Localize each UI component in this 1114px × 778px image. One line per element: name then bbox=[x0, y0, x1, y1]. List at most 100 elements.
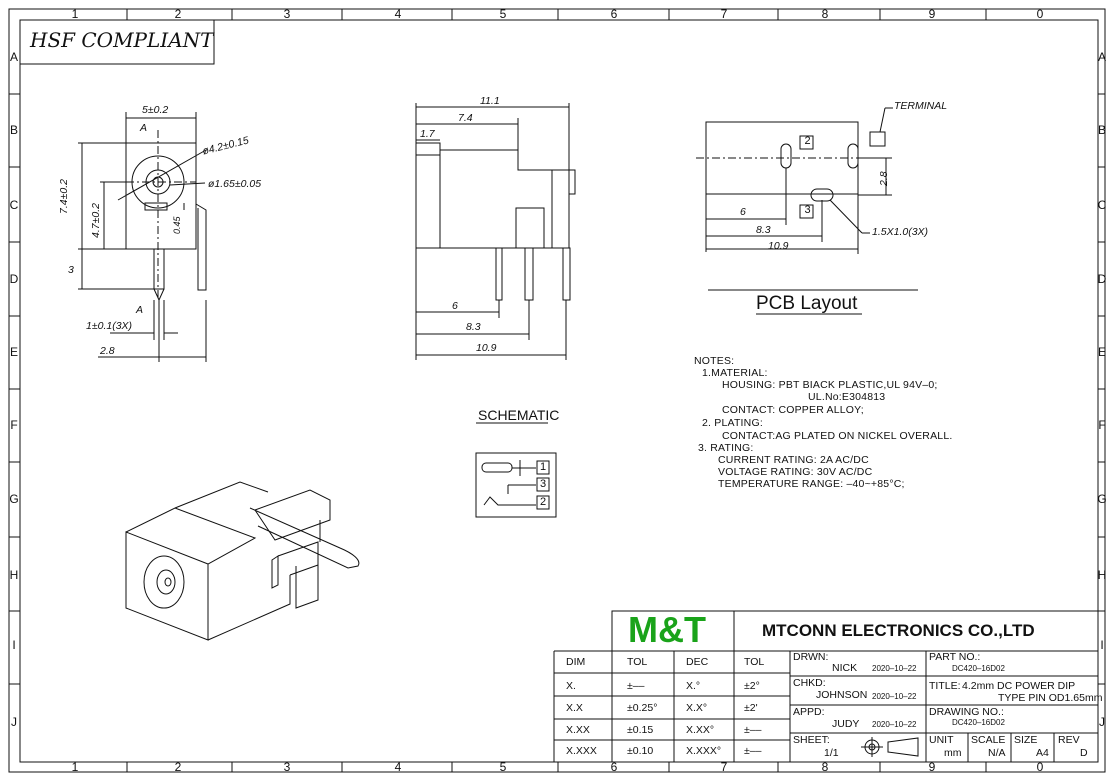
row-label: A bbox=[1097, 50, 1106, 64]
tol-cell: X.XX bbox=[566, 724, 590, 736]
dim-side-step: 1.7 bbox=[420, 128, 435, 140]
row-label: A bbox=[9, 50, 18, 64]
drawing-label: DRAWING NO.: bbox=[929, 706, 1004, 718]
section-a-top: A bbox=[140, 122, 148, 134]
dim-width: 5±0.2 bbox=[142, 104, 169, 116]
dim-height-total: 7.4±0.2 bbox=[58, 179, 70, 214]
note-contact-plating: CONTACT:AG PLATED ON NICKEL OVERALL. bbox=[722, 430, 953, 442]
unit-label: UNIT bbox=[929, 734, 954, 746]
column-label: 4 bbox=[394, 760, 402, 774]
column-label: 7 bbox=[720, 7, 728, 21]
note-housing: HOUSING: PBT BIACK PLASTIC,UL 94V–0; bbox=[722, 379, 938, 391]
drwn-date: 2020–10–22 bbox=[872, 664, 917, 673]
column-label: 8 bbox=[821, 760, 829, 774]
dim-side-pin2: 8.3 bbox=[466, 321, 481, 333]
row-label: H bbox=[9, 568, 19, 582]
column-label: 9 bbox=[928, 760, 936, 774]
column-label: 1 bbox=[71, 7, 79, 21]
schematic-title: SCHEMATIC bbox=[478, 407, 560, 423]
row-label: G bbox=[1097, 492, 1107, 506]
unit-value: mm bbox=[944, 747, 962, 759]
row-label: I bbox=[12, 638, 16, 652]
tol-cell: ±–– bbox=[627, 680, 645, 692]
tol-cell: X.XXX bbox=[566, 745, 597, 757]
column-label: 6 bbox=[610, 7, 618, 21]
column-label: 0 bbox=[1036, 7, 1044, 21]
tol-cell: X. bbox=[566, 680, 576, 692]
column-label: 5 bbox=[499, 760, 507, 774]
column-label: 2 bbox=[174, 760, 182, 774]
drwn-name: NICK bbox=[832, 662, 858, 674]
row-label: E bbox=[1097, 345, 1106, 359]
row-label: F bbox=[1098, 418, 1106, 432]
row-label: F bbox=[10, 418, 18, 432]
row-label: J bbox=[11, 715, 17, 729]
title-line-1: 4.2mm DC POWER DIP bbox=[962, 680, 1076, 692]
row-label: B bbox=[1097, 123, 1106, 137]
row-label: E bbox=[9, 345, 18, 359]
tol-cell: X.XX° bbox=[686, 724, 715, 736]
sheet-label: SHEET: bbox=[793, 734, 830, 746]
company-name: MTCONN ELECTRONICS CO.,LTD bbox=[762, 621, 1035, 640]
part-label: PART NO.: bbox=[929, 651, 981, 663]
schematic-pin-1: 1 bbox=[539, 461, 547, 473]
column-label: 6 bbox=[610, 760, 618, 774]
row-label: D bbox=[9, 272, 19, 286]
dim-pcb-hole3: 10.9 bbox=[768, 240, 789, 252]
note-contact: CONTACT: COPPER ALLOY; bbox=[722, 404, 864, 416]
row-label: C bbox=[1097, 198, 1107, 212]
pcb-pin-3: 3 bbox=[804, 204, 811, 216]
column-label: 9 bbox=[928, 7, 936, 21]
appd-label: APPD: bbox=[793, 706, 825, 718]
dim-pcb-hole2: 8.3 bbox=[756, 224, 771, 236]
row-label: G bbox=[9, 492, 19, 506]
schematic-pin-3: 3 bbox=[539, 478, 547, 490]
drawing-value: DC420–16D02 bbox=[952, 718, 1005, 727]
section-a-bottom: A bbox=[136, 304, 144, 316]
rev-value: D bbox=[1080, 747, 1088, 759]
tol-cell: ±0.10 bbox=[627, 745, 654, 757]
row-label: B bbox=[9, 123, 18, 137]
tol-cell: ±0.15 bbox=[627, 724, 654, 736]
column-label: 3 bbox=[283, 7, 291, 21]
hsf-compliant-label: HSF COMPLIANT bbox=[30, 28, 214, 52]
notes-heading: NOTES: bbox=[694, 355, 735, 367]
tol-cell: ±–– bbox=[744, 724, 762, 736]
column-label: 5 bbox=[499, 7, 507, 21]
tol-header-tol2: TOL bbox=[744, 656, 765, 668]
scale-value: N/A bbox=[988, 747, 1006, 759]
row-label: I bbox=[1100, 638, 1104, 652]
tol-cell: ±–– bbox=[744, 745, 762, 757]
tol-header-dim: DIM bbox=[566, 656, 586, 668]
dim-side-pin1: 6 bbox=[452, 300, 458, 312]
dim-offset: 0.45 bbox=[172, 216, 182, 234]
note-current: CURRENT RATING: 2A AC/DC bbox=[718, 454, 869, 466]
note-ul-number: UL.No:E304813 bbox=[808, 391, 886, 403]
chkd-label: CHKD: bbox=[793, 677, 826, 689]
column-label: 1 bbox=[71, 760, 79, 774]
dim-side-length: 11.1 bbox=[480, 95, 500, 107]
size-label: SIZE bbox=[1014, 734, 1038, 746]
drwn-label: DRWN: bbox=[793, 651, 829, 663]
sheet-value: 1/1 bbox=[824, 747, 839, 759]
scale-label: SCALE bbox=[971, 734, 1006, 746]
note-rating: 3. RATING: bbox=[698, 442, 754, 454]
dim-pin-width: 1±0.1(3X) bbox=[86, 320, 133, 332]
tol-header-tol: TOL bbox=[627, 656, 648, 668]
tol-cell: ±0.25° bbox=[627, 702, 658, 714]
row-label: H bbox=[1097, 568, 1107, 582]
dim-pin-offset: 2.8 bbox=[100, 345, 115, 357]
tol-cell: X.XXX° bbox=[686, 745, 722, 757]
tol-cell: ±2° bbox=[744, 680, 760, 692]
dim-side-pin3: 10.9 bbox=[476, 342, 497, 354]
chkd-name: JOHNSON bbox=[816, 689, 868, 701]
column-label: 4 bbox=[394, 7, 402, 21]
row-label: J bbox=[1099, 715, 1105, 729]
column-label: 8 bbox=[821, 7, 829, 21]
note-plating: 2. PLATING: bbox=[702, 417, 763, 429]
title-label: TITLE: bbox=[929, 680, 961, 692]
pcb-layout-title: PCB Layout bbox=[756, 293, 858, 314]
dim-pcb-hole-size: 1.5X1.0(3X) bbox=[872, 226, 929, 238]
dim-side-body: 7.4 bbox=[458, 112, 473, 124]
